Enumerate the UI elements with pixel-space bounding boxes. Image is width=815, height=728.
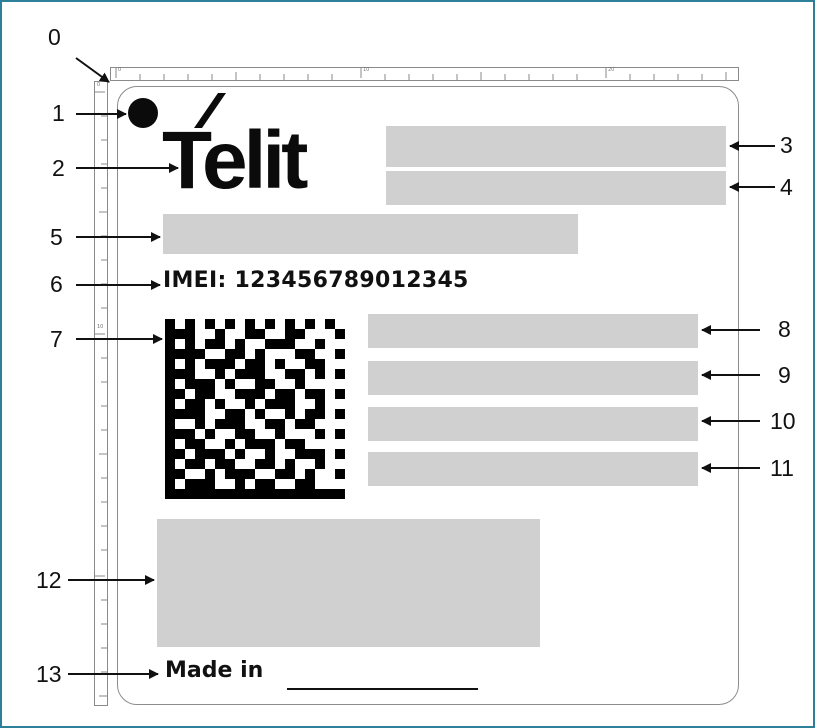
callout-number-6: 6 [50, 271, 63, 297]
callout-number-11: 11 [770, 455, 794, 481]
field-4-placeholder [386, 171, 726, 205]
field-3-placeholder [386, 126, 726, 167]
callout-number-2: 2 [52, 155, 65, 181]
callout-number-8: 8 [778, 316, 791, 342]
made-in-blank-line [287, 688, 478, 690]
callout-number-12: 12 [36, 567, 62, 593]
field-12-placeholder [157, 519, 540, 647]
imei-text: IMEI: 123456789012345 [163, 268, 469, 293]
callout-number-10: 10 [770, 408, 796, 434]
field-11-placeholder [368, 452, 698, 486]
callout-number-1: 1 [52, 100, 65, 126]
field-8-placeholder [368, 314, 698, 348]
left-ruler-tick-0: 0 [97, 82, 101, 88]
top-ruler-ticks [115, 68, 727, 80]
top-ruler: 0 10 20 [110, 67, 739, 81]
callout-number-3: 3 [780, 132, 793, 158]
arrow-0 [75, 57, 110, 83]
made-in-text: Made in [165, 658, 264, 683]
callout-number-7: 7 [50, 326, 63, 352]
callout-number-5: 5 [50, 224, 63, 250]
data-matrix-code-icon [165, 319, 345, 499]
callout-number-4: 4 [780, 174, 793, 200]
callout-number-13: 13 [36, 661, 62, 687]
top-ruler-tick-0: 0 [118, 67, 122, 73]
left-ruler-tick-10: 10 [97, 324, 104, 330]
field-10-placeholder [368, 407, 698, 441]
field-5-placeholder [163, 214, 578, 254]
top-ruler-tick-20: 20 [608, 67, 615, 73]
top-ruler-tick-10: 10 [363, 67, 370, 73]
left-ruler-ticks [95, 91, 107, 697]
callout-number-0: 0 [48, 24, 61, 50]
callout-number-9: 9 [778, 362, 791, 388]
telit-logo: Telit [162, 115, 308, 206]
pin1-dot-marker [128, 98, 158, 128]
field-9-placeholder [368, 361, 698, 395]
